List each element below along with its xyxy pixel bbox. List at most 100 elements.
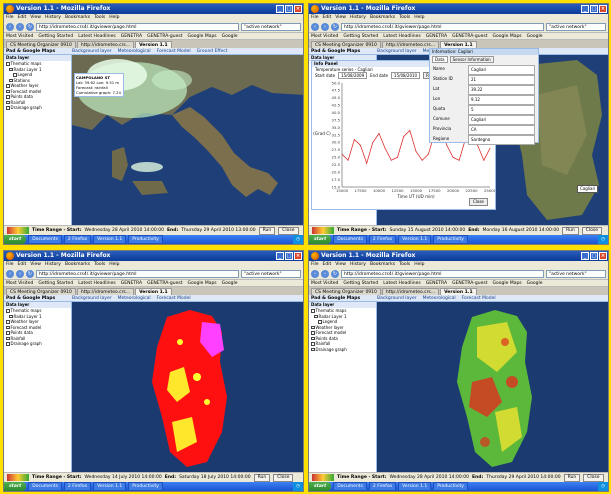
start-button[interactable]: start: [4, 235, 27, 244]
end-time[interactable]: Monday 16 August 2010 14:00:00: [482, 228, 560, 233]
bookmark-most-visited[interactable]: Most Visited: [311, 34, 339, 39]
minimize-button[interactable]: _: [276, 252, 284, 260]
close-button[interactable]: ×: [599, 5, 607, 13]
tab-idrometeo[interactable]: http://idrometeo.crs...: [381, 41, 440, 48]
close-button[interactable]: ×: [294, 252, 302, 260]
bookmark-google-maps[interactable]: Google Maps: [187, 281, 217, 286]
tab-meeting[interactable]: CS Meeting Organizer 0910: [311, 41, 381, 48]
taskbar-item[interactable]: 2 Firefox: [63, 235, 92, 244]
layer-node[interactable]: Drainage graph: [4, 105, 71, 111]
close-time-button[interactable]: Close: [273, 473, 294, 482]
layer-node[interactable]: Points data: [309, 336, 376, 342]
minimize-button[interactable]: _: [276, 5, 284, 13]
url-input[interactable]: http://idrometeo.crs4/.it/gviewer/page.h…: [341, 22, 544, 31]
layer-node[interactable]: Points data: [4, 94, 71, 100]
search-input[interactable]: "active network": [546, 269, 606, 278]
info-field-value[interactable]: CA: [468, 125, 535, 135]
menu-history[interactable]: History: [44, 15, 61, 20]
start-time[interactable]: Sunday 15 August 2010 14:00:00: [389, 228, 466, 233]
run-button[interactable]: Run: [258, 226, 276, 235]
toolbar-meteo[interactable]: Meteorological: [422, 296, 456, 301]
reload-icon[interactable]: ↻: [26, 22, 34, 31]
info-field-value[interactable]: Sardegna: [468, 135, 535, 145]
menu-file[interactable]: File: [6, 262, 14, 267]
menu-edit[interactable]: Edit: [17, 262, 27, 267]
info-field-value[interactable]: 9.12: [468, 95, 535, 105]
menu-help[interactable]: Help: [109, 15, 120, 20]
close-time-button[interactable]: Close: [583, 473, 604, 482]
maximize-button[interactable]: □: [285, 5, 293, 13]
menu-file[interactable]: File: [311, 262, 319, 267]
bookmark-most-visited[interactable]: Most Visited: [311, 281, 339, 286]
taskbar-item[interactable]: Version 1.1: [398, 482, 432, 491]
toolbar-forecast[interactable]: Forecast Model: [156, 296, 191, 301]
menu-edit[interactable]: Edit: [322, 262, 332, 267]
layer-node[interactable]: Radar Layer 1: [4, 67, 71, 73]
info-field-value[interactable]: 21: [468, 75, 535, 85]
to-date-input[interactable]: 15/08/2010: [391, 72, 421, 79]
info-field-value[interactable]: 39.22: [468, 85, 535, 95]
layer-node[interactable]: Stations: [4, 78, 71, 84]
url-input[interactable]: http://idrometeo.crs4/.it/gviewer/page.h…: [36, 22, 239, 31]
tab-version[interactable]: Version 1.1: [135, 41, 172, 48]
start-time[interactable]: Wednesday 28 April 2010 14:00:00: [389, 475, 469, 480]
toolbar-forecast[interactable]: Forecast Model: [461, 296, 496, 301]
taskbar-item[interactable]: Productivity: [433, 482, 468, 491]
menu-bookmarks[interactable]: Bookmarks: [369, 15, 396, 20]
toolbar-background[interactable]: Background layer: [377, 49, 417, 54]
toolbar-meteo[interactable]: Meteorological: [117, 49, 151, 54]
bookmark-latest-headlines[interactable]: Latest Headlines: [383, 281, 421, 286]
taskbar-item[interactable]: 2 Firefox: [368, 235, 397, 244]
layer-node[interactable]: Rainfall: [4, 100, 71, 106]
map-sardinia-risk[interactable]: [377, 302, 608, 472]
layer-node[interactable]: Rainfall: [309, 341, 376, 347]
menu-tools[interactable]: Tools: [94, 262, 106, 267]
reload-icon[interactable]: ↻: [331, 269, 339, 278]
taskbar-item[interactable]: Version 1.1: [93, 235, 127, 244]
dialog-close-button[interactable]: Close: [469, 198, 488, 206]
run-button[interactable]: Run: [562, 226, 579, 235]
bookmark-getting-started[interactable]: Getting Started: [343, 281, 379, 286]
layer-node[interactable]: Legend: [309, 319, 376, 325]
bookmark-genetra[interactable]: GENETRA: [120, 281, 143, 286]
back-icon[interactable]: ‹: [311, 22, 319, 31]
close-time-button[interactable]: Close: [581, 226, 603, 235]
menu-view[interactable]: View: [335, 15, 346, 20]
map-italy-radar[interactable]: CAMPOLANO ST Lat: 39.62 Lon: 9.51 m Fore…: [72, 55, 303, 225]
run-button[interactable]: Run: [253, 473, 271, 482]
toolbar-forecast[interactable]: Forecast Model: [156, 49, 191, 54]
back-icon[interactable]: ‹: [311, 269, 319, 278]
map-station-tag[interactable]: Cagliari: [577, 185, 599, 193]
menu-tools[interactable]: Tools: [399, 15, 411, 20]
close-time-button[interactable]: Close: [278, 226, 299, 235]
tab-idrometeo[interactable]: http://idrometeo.crs...: [76, 288, 135, 295]
tab-data[interactable]: Data: [432, 56, 448, 63]
tab-idrometeo[interactable]: http://idrometeo.crs...: [381, 288, 440, 295]
start-time[interactable]: Wednesday 28 April 2010 14:00:00: [84, 228, 164, 233]
taskbar-item[interactable]: Documents: [333, 235, 367, 244]
layer-node[interactable]: Drainage graph: [309, 347, 376, 353]
menu-edit[interactable]: Edit: [322, 15, 332, 20]
menu-tools[interactable]: Tools: [399, 262, 411, 267]
end-time[interactable]: Thursday 29 April 2010 14:00:00: [486, 475, 561, 480]
menu-edit[interactable]: Edit: [17, 15, 27, 20]
info-field-value[interactable]: Cagliari: [468, 65, 535, 75]
bookmark-google-maps[interactable]: Google Maps: [492, 34, 522, 39]
maximize-button[interactable]: □: [590, 5, 598, 13]
url-input[interactable]: http://idrometeo.crs4/.it/gviewer/page.h…: [341, 269, 544, 278]
menu-file[interactable]: File: [6, 15, 14, 20]
layer-node[interactable]: Thematic maps: [4, 308, 71, 314]
bookmark-getting-started[interactable]: Getting Started: [38, 281, 74, 286]
search-input[interactable]: "active network": [241, 22, 301, 31]
info-field-value[interactable]: Cagliari: [468, 115, 535, 125]
toolbar-background[interactable]: Background layer: [72, 49, 112, 54]
menu-history[interactable]: History: [349, 262, 366, 267]
bookmark-latest-headlines[interactable]: Latest Headlines: [78, 34, 116, 39]
tab-meeting[interactable]: CS Meeting Organizer 0910: [311, 288, 381, 295]
back-icon[interactable]: ‹: [6, 269, 14, 278]
menu-help[interactable]: Help: [414, 15, 425, 20]
bookmark-google[interactable]: Google: [221, 34, 238, 39]
start-button[interactable]: start: [309, 482, 332, 491]
bookmark-google-maps[interactable]: Google Maps: [187, 34, 217, 39]
forward-icon[interactable]: ›: [16, 22, 24, 31]
